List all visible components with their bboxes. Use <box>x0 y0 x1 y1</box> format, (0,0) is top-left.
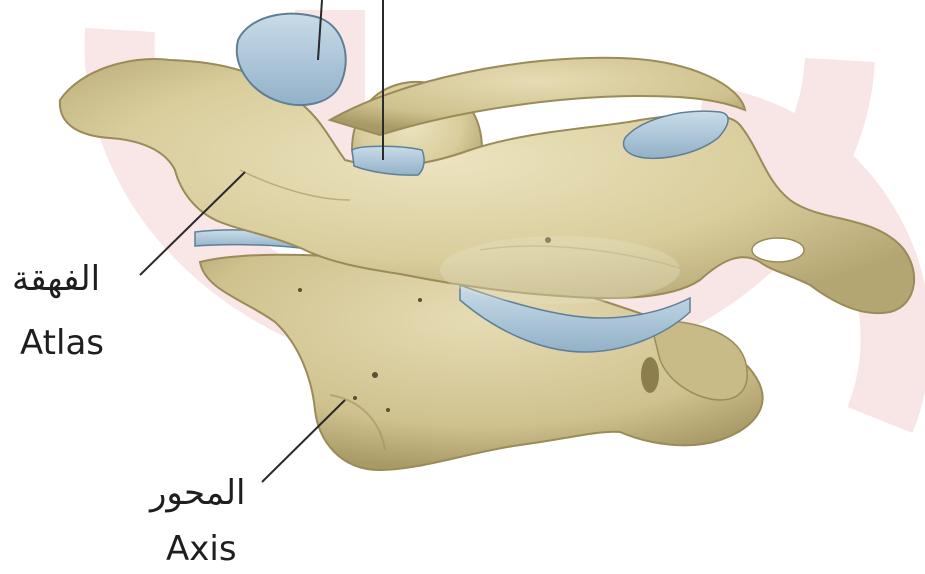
axis-label-english: Axis <box>166 532 237 566</box>
atlas-label-english: Atlas <box>20 326 104 360</box>
axis-label-arabic: المحور <box>150 476 245 510</box>
atlas-label-arabic: الفهقة <box>12 262 100 296</box>
